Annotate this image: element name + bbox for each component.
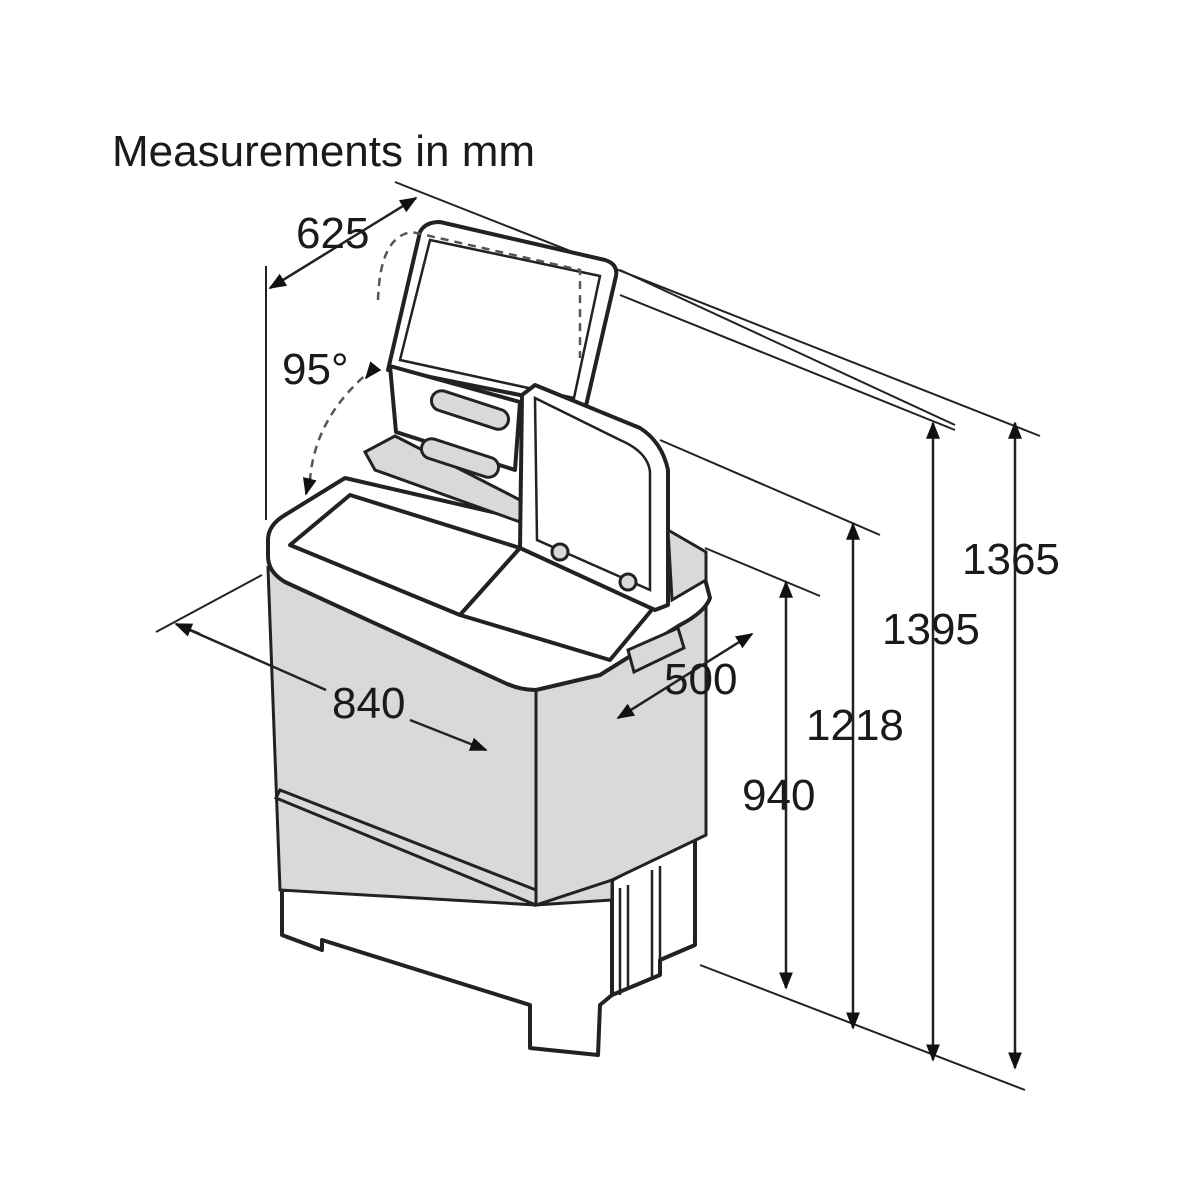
large-lid xyxy=(386,220,619,412)
large-lid-hinge xyxy=(388,364,522,472)
overall-height-label: 1365 xyxy=(962,535,1060,584)
depth-label: 625 xyxy=(296,209,369,258)
large-lid-height-label: 1395 xyxy=(882,605,980,654)
body-height-label: 940 xyxy=(742,771,815,820)
dimension-lines xyxy=(174,196,1022,1070)
side-depth-label: 500 xyxy=(664,655,737,704)
diagram-title: Measurements in mm xyxy=(112,127,535,176)
small-lid-height-label: 1218 xyxy=(806,701,904,750)
lid-swing-arc xyxy=(308,367,375,481)
lid-angle-label: 95° xyxy=(282,345,349,394)
machine-base xyxy=(280,878,614,1057)
width-label: 840 xyxy=(332,679,405,728)
extension-lines xyxy=(155,181,1041,1091)
